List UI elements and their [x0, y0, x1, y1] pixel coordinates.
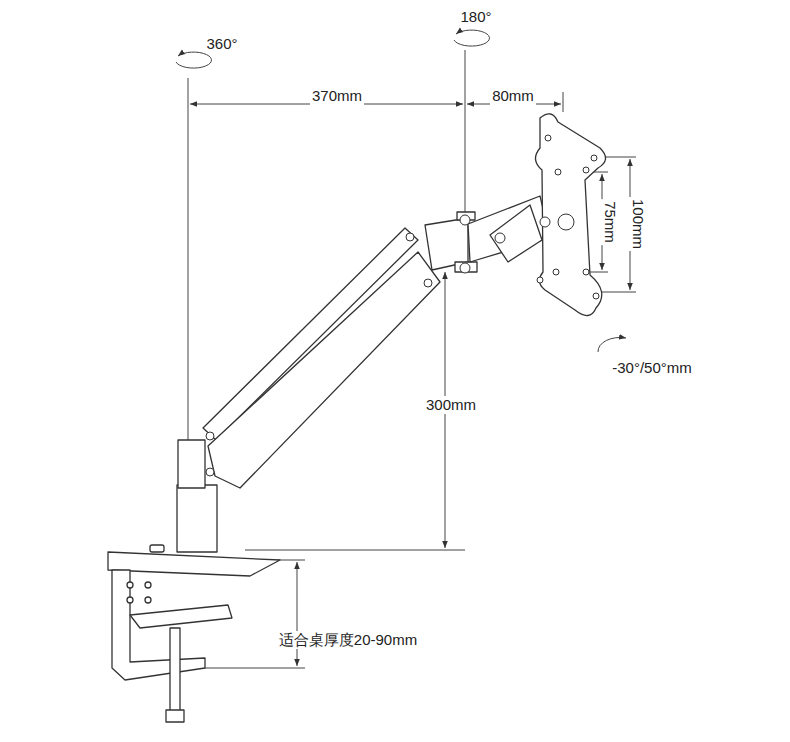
dimension-label: 80mm: [490, 87, 536, 105]
dimension-label: 100mm: [629, 197, 647, 251]
dimension-label: 300mm: [424, 396, 478, 414]
desk-thickness-label: 适合桌厚度20-90mm: [277, 631, 419, 649]
rotation-angle: 180°: [458, 8, 493, 26]
dimension-label: 370mm: [310, 87, 364, 105]
dimension-label: 75mm: [601, 199, 619, 245]
rotation-angle: 360°: [204, 35, 239, 53]
tilt-angle: -30°/50°mm: [610, 359, 694, 377]
